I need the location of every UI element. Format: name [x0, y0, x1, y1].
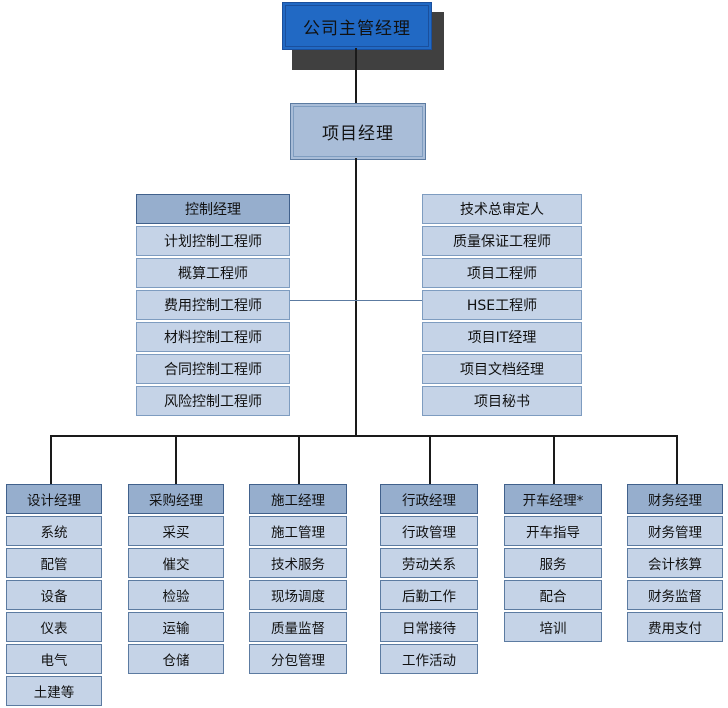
column-item[interactable]: 劳动关系	[380, 548, 478, 578]
column-header[interactable]: 控制经理	[136, 194, 290, 224]
column-header[interactable]: 施工经理	[249, 484, 347, 514]
column-item[interactable]: 日常接待	[380, 612, 478, 642]
column-item[interactable]: 培训	[504, 612, 602, 642]
connector-drop-0	[50, 435, 52, 484]
connector-drop-4	[553, 435, 555, 484]
column-item[interactable]: 概算工程师	[136, 258, 290, 288]
bottom-column-5: 财务经理 财务管理 会计核算 财务监督 费用支付	[627, 484, 723, 644]
column-header[interactable]: 开车经理*	[504, 484, 602, 514]
column-item[interactable]: HSE工程师	[422, 290, 582, 320]
bottom-column-2: 施工经理 施工管理 技术服务 现场调度 质量监督 分包管理	[249, 484, 347, 676]
column-item[interactable]: 会计核算	[627, 548, 723, 578]
column-item[interactable]: 财务管理	[627, 516, 723, 546]
column-item[interactable]: 分包管理	[249, 644, 347, 674]
column-item[interactable]: 工作活动	[380, 644, 478, 674]
column-item[interactable]: 费用控制工程师	[136, 290, 290, 320]
connector-drop-5	[676, 435, 678, 484]
column-header[interactable]: 采购经理	[128, 484, 224, 514]
column-item[interactable]: 费用支付	[627, 612, 723, 642]
mid-column-1: 技术总审定人 质量保证工程师 项目工程师 HSE工程师 项目IT经理 项目文档经…	[422, 194, 582, 418]
column-item[interactable]: 配管	[6, 548, 102, 578]
column-item[interactable]: 仪表	[6, 612, 102, 642]
column-item[interactable]: 财务监督	[627, 580, 723, 610]
connector-left-branch	[290, 300, 356, 301]
bottom-column-1: 采购经理 采买 催交 检验 运输 仓储	[128, 484, 224, 676]
column-item[interactable]: 质量监督	[249, 612, 347, 642]
bottom-column-4: 开车经理* 开车指导 服务 配合 培训	[504, 484, 602, 644]
bottom-column-3: 行政经理 行政管理 劳动关系 后勤工作 日常接待 工作活动	[380, 484, 478, 676]
column-item[interactable]: 合同控制工程师	[136, 354, 290, 384]
column-header[interactable]: 财务经理	[627, 484, 723, 514]
column-item[interactable]: 电气	[6, 644, 102, 674]
column-item[interactable]: 项目工程师	[422, 258, 582, 288]
column-item[interactable]: 材料控制工程师	[136, 322, 290, 352]
column-item[interactable]: 配合	[504, 580, 602, 610]
column-item[interactable]: 计划控制工程师	[136, 226, 290, 256]
column-item[interactable]: 现场调度	[249, 580, 347, 610]
connector-top-to-pm	[355, 48, 357, 103]
column-header[interactable]: 设计经理	[6, 484, 102, 514]
column-item[interactable]: 系统	[6, 516, 102, 546]
column-item[interactable]: 后勤工作	[380, 580, 478, 610]
connector-right-branch	[356, 300, 422, 301]
connector-drop-3	[429, 435, 431, 484]
project-manager-box[interactable]: 项目经理	[290, 103, 426, 160]
column-item[interactable]: 采买	[128, 516, 224, 546]
top-executive-box[interactable]: 公司主管经理	[282, 2, 432, 50]
column-header[interactable]: 技术总审定人	[422, 194, 582, 224]
connector-drop-2	[298, 435, 300, 484]
connector-pm-spine	[355, 158, 357, 436]
column-item[interactable]: 开车指导	[504, 516, 602, 546]
column-item[interactable]: 仓储	[128, 644, 224, 674]
column-item[interactable]: 项目秘书	[422, 386, 582, 416]
mid-column-0: 控制经理 计划控制工程师 概算工程师 费用控制工程师 材料控制工程师 合同控制工…	[136, 194, 290, 418]
column-item[interactable]: 设备	[6, 580, 102, 610]
bottom-column-0: 设计经理 系统 配管 设备 仪表 电气 土建等	[6, 484, 102, 708]
column-item[interactable]: 运输	[128, 612, 224, 642]
column-item[interactable]: 行政管理	[380, 516, 478, 546]
column-item[interactable]: 项目IT经理	[422, 322, 582, 352]
connector-drop-1	[175, 435, 177, 484]
connector-bottom-bus	[50, 435, 678, 437]
column-item[interactable]: 风险控制工程师	[136, 386, 290, 416]
column-header[interactable]: 行政经理	[380, 484, 478, 514]
column-item[interactable]: 施工管理	[249, 516, 347, 546]
column-item[interactable]: 土建等	[6, 676, 102, 706]
column-item[interactable]: 项目文档经理	[422, 354, 582, 384]
column-item[interactable]: 催交	[128, 548, 224, 578]
column-item[interactable]: 技术服务	[249, 548, 347, 578]
column-item[interactable]: 服务	[504, 548, 602, 578]
column-item[interactable]: 质量保证工程师	[422, 226, 582, 256]
column-item[interactable]: 检验	[128, 580, 224, 610]
